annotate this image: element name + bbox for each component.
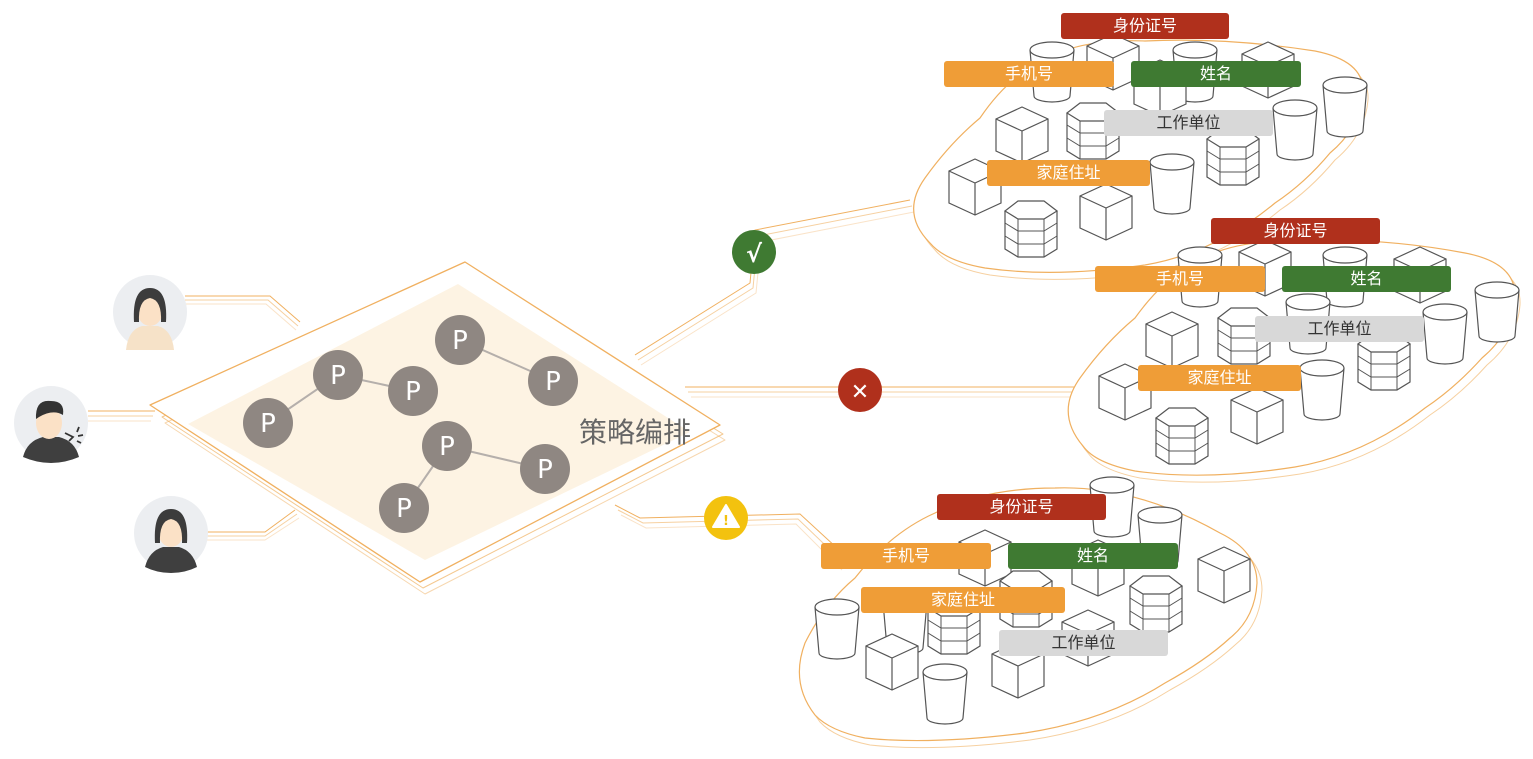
- policy-node: P: [520, 444, 570, 494]
- policy-node-label: P: [396, 494, 412, 524]
- data-cloud-2: [1067, 239, 1521, 483]
- policy-node: P: [422, 421, 472, 471]
- tag-id-number: 身份证号: [937, 494, 1106, 520]
- policy-node-label: P: [537, 455, 553, 485]
- tag-employer: 工作单位: [1104, 110, 1273, 136]
- tag-address: 家庭住址: [987, 160, 1150, 186]
- svg-text:√: √: [746, 240, 763, 268]
- tag-id-number: 身份证号: [1061, 13, 1229, 39]
- svg-text:✕: ✕: [851, 380, 869, 405]
- tag-name: 姓名: [1131, 61, 1301, 87]
- tag-phone: 手机号: [944, 61, 1114, 87]
- warning-icon: !: [704, 496, 748, 540]
- policy-diamond: [149, 261, 726, 595]
- policy-node-label: P: [439, 432, 455, 462]
- center-label: 策略编排: [579, 416, 691, 449]
- policy-node: P: [528, 356, 578, 406]
- tag-phone: 手机号: [1095, 266, 1265, 292]
- tag-name: 姓名: [1008, 543, 1178, 569]
- policy-node-label: P: [260, 409, 276, 439]
- policy-node-label: P: [545, 367, 561, 397]
- tag-id-number: 身份证号: [1211, 218, 1380, 244]
- policy-node: P: [379, 483, 429, 533]
- policy-node: P: [243, 398, 293, 448]
- policy-node: P: [388, 366, 438, 416]
- female-user-icon: [134, 496, 208, 573]
- policy-node-label: P: [405, 377, 421, 407]
- tag-name: 姓名: [1282, 266, 1451, 292]
- female-user-icon: [113, 275, 187, 350]
- tag-employer: 工作单位: [1255, 316, 1424, 342]
- tag-address: 家庭住址: [861, 587, 1065, 613]
- policy-node: P: [313, 350, 363, 400]
- tag-address: 家庭住址: [1138, 365, 1301, 391]
- policy-node-label: P: [330, 361, 346, 391]
- svg-text:!: !: [723, 514, 729, 529]
- policy-node-label: P: [452, 326, 468, 356]
- male-user-icon: [14, 386, 88, 463]
- tag-employer: 工作单位: [999, 630, 1168, 656]
- policy-nodes: P P P P P P P P: [243, 315, 578, 533]
- tag-phone: 手机号: [821, 543, 991, 569]
- check-icon: √: [732, 230, 776, 274]
- cross-icon: ✕: [838, 368, 882, 412]
- policy-node: P: [435, 315, 485, 365]
